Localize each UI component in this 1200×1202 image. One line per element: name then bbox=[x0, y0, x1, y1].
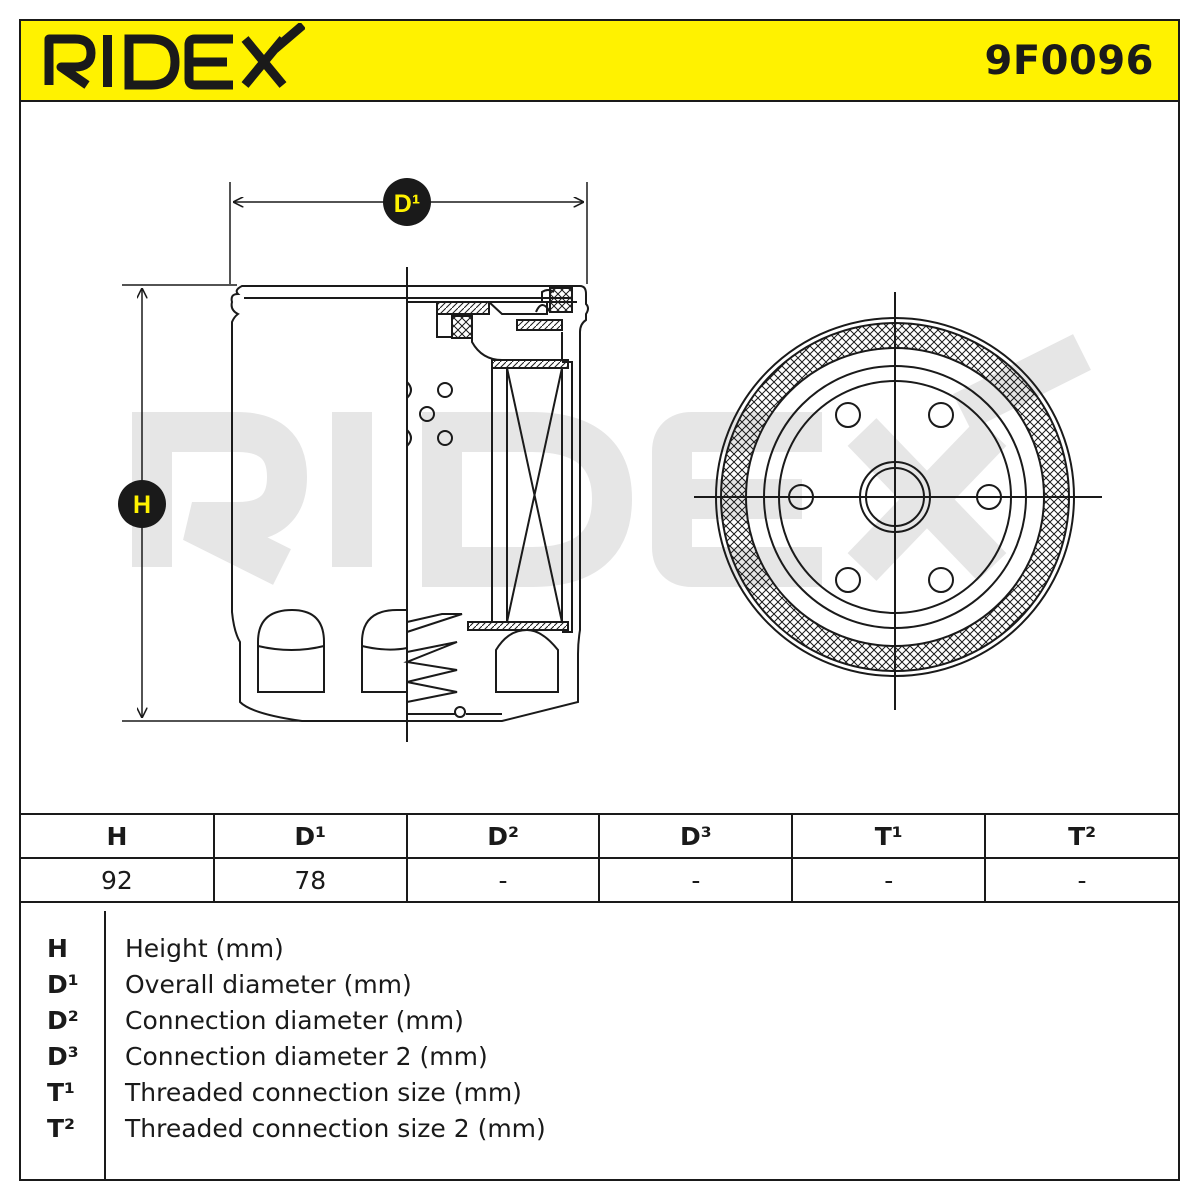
legend-description: Threaded connection size (mm) bbox=[125, 1078, 522, 1107]
table-header-cell: T¹ bbox=[791, 813, 987, 859]
legend-description: Connection diameter 2 (mm) bbox=[125, 1042, 488, 1071]
table-header-cell: H bbox=[21, 813, 215, 859]
legend-symbol: T¹ bbox=[47, 1078, 76, 1107]
legend-description: Threaded connection size 2 (mm) bbox=[125, 1114, 546, 1143]
legend-item: D² Connection diameter (mm) bbox=[21, 1003, 1178, 1039]
h-dimension bbox=[118, 284, 407, 722]
legend-item: T¹ Threaded connection size (mm) bbox=[21, 1075, 1178, 1111]
table-header-row: H D¹ D² D³ T¹ T² bbox=[21, 813, 1178, 859]
ridex-watermark bbox=[132, 334, 1091, 587]
table-cell: - bbox=[791, 857, 987, 903]
legend-description: Connection diameter (mm) bbox=[125, 1006, 464, 1035]
legend: H Height (mm) D¹ Overall diameter (mm) D… bbox=[21, 911, 1178, 1181]
table-cell: - bbox=[598, 857, 794, 903]
table-header-cell: D² bbox=[405, 813, 601, 859]
table-cell: 78 bbox=[212, 857, 408, 903]
table-header-cell: D³ bbox=[598, 813, 794, 859]
table-row: 92 78 - - - - bbox=[21, 857, 1178, 903]
legend-item: H Height (mm) bbox=[21, 931, 1178, 967]
table-header-cell: D¹ bbox=[212, 813, 408, 859]
table-cell: - bbox=[984, 857, 1178, 903]
spec-sheet-frame: 9F0096 H D¹ D² D³ T¹ T² 92 78 - - - - H … bbox=[19, 19, 1180, 1181]
filter-side-view bbox=[230, 267, 589, 742]
legend-symbol: H bbox=[47, 934, 68, 963]
legend-description: Height (mm) bbox=[125, 934, 284, 963]
ridex-logo bbox=[44, 23, 305, 90]
legend-description: Overall diameter (mm) bbox=[125, 970, 412, 999]
legend-divider bbox=[104, 911, 106, 1181]
legend-item: D¹ Overall diameter (mm) bbox=[21, 967, 1178, 1003]
legend-symbol: D² bbox=[47, 1006, 79, 1035]
legend-item: T² Threaded connection size 2 (mm) bbox=[21, 1111, 1178, 1147]
d1-dimension bbox=[229, 178, 588, 284]
dimension-table: H D¹ D² D³ T¹ T² 92 78 - - - - bbox=[21, 813, 1178, 903]
filter-bottom-view bbox=[694, 292, 1102, 710]
legend-symbol: D³ bbox=[47, 1042, 79, 1071]
legend-symbol: D¹ bbox=[47, 970, 79, 999]
header-bar: 9F0096 bbox=[21, 21, 1178, 102]
legend-symbol: T² bbox=[47, 1114, 76, 1143]
table-cell: - bbox=[405, 857, 601, 903]
h-badge-label: H bbox=[133, 491, 151, 519]
legend-item: D³ Connection diameter 2 (mm) bbox=[21, 1039, 1178, 1075]
d1-badge-label: D¹ bbox=[394, 190, 420, 218]
part-number: 9F0096 bbox=[984, 38, 1154, 84]
table-cell: 92 bbox=[21, 857, 215, 903]
table-header-cell: T² bbox=[984, 813, 1178, 859]
